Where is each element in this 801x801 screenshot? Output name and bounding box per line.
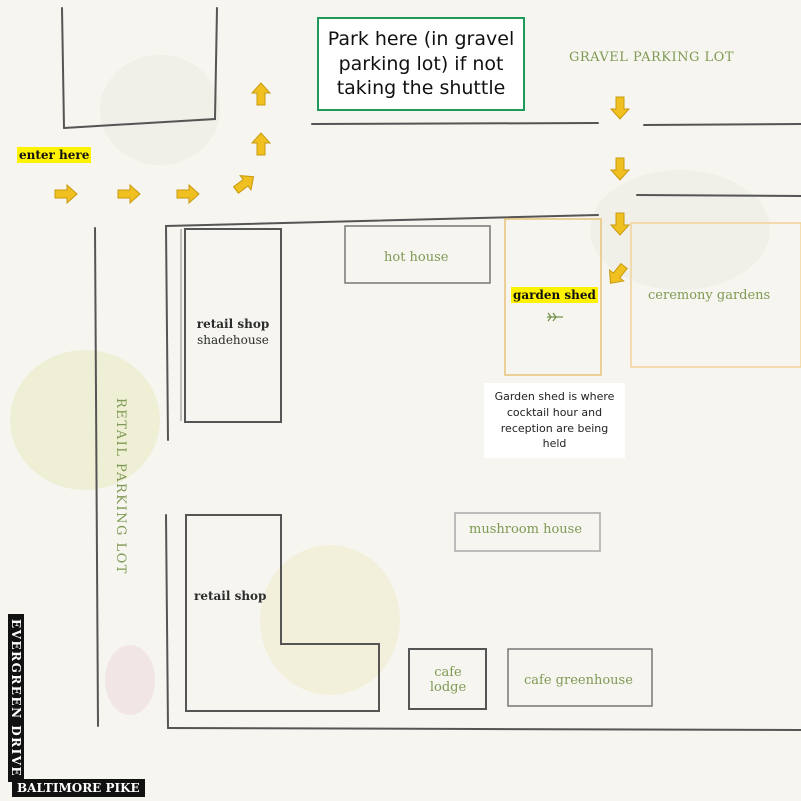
hot-house-label: hot house	[384, 250, 449, 265]
road-line-left-vertical	[94, 227, 99, 727]
garden-shed-note-text: Garden shed is where cocktail hour and r…	[494, 389, 615, 451]
direction-arrow	[176, 184, 200, 204]
direction-arrow	[251, 132, 271, 156]
direction-arrow	[54, 184, 78, 204]
road-line-main-horizontal-right	[636, 194, 801, 197]
parking-note: Park here (in gravel parking lot) if not…	[317, 17, 525, 111]
road-line-top-left-horizontal	[63, 7, 218, 129]
road-line-gravel-lot-right	[643, 123, 801, 126]
building-outline-cafe-lodge	[408, 648, 487, 710]
gravel-parking-lot-label: GRAVEL PARKING LOT	[569, 50, 734, 65]
cafe-lodge-line2: lodge	[429, 680, 467, 695]
direction-arrow	[117, 184, 141, 204]
garden-shed-label: garden shed	[511, 287, 598, 303]
retail-shop-label: retail shop	[194, 589, 267, 603]
enter-here-label: enter here	[17, 147, 92, 163]
garden-sprig-icon	[547, 312, 563, 322]
retail-shop-shadehouse-line1: retail shop	[196, 317, 270, 331]
building-outline-cafe-greenhouse	[507, 648, 653, 707]
watercolor-background	[10, 55, 770, 715]
road-line-main-horizontal	[165, 214, 599, 227]
garden-shed-note: Garden shed is where cocktail hour and r…	[484, 383, 625, 458]
direction-arrow	[230, 169, 260, 198]
building-outline-garden-shed	[504, 218, 602, 376]
building-outline-mushroom-house	[454, 512, 601, 552]
direction-arrow	[610, 157, 630, 181]
retail-shop-shadehouse-label: retail shop shadehouse	[186, 316, 280, 348]
direction-arrow	[610, 96, 630, 120]
road-line-gravel-lot-left	[311, 122, 599, 125]
road-line-inner-vertical-bottom	[165, 514, 169, 729]
retail-shop-shadehouse-line2: shadehouse	[197, 333, 269, 347]
ceremony-gardens-label: ceremony gardens	[648, 288, 771, 303]
road-line-inner-vertical-top	[165, 225, 169, 441]
road-line-top-left-vertical	[61, 7, 65, 129]
roads	[61, 7, 801, 731]
building-outline-shadehouse	[184, 228, 282, 423]
buildings	[180, 218, 801, 712]
parking-note-text: Park here (in gravel parking lot) if not…	[327, 27, 515, 100]
building-outline-hot-house	[344, 225, 491, 284]
building-outline-ceremony-gardens	[630, 222, 801, 368]
mushroom-house-label: mushroom house	[469, 522, 583, 537]
building-outline-retail-shop	[185, 514, 380, 712]
cafe-lodge-line1: cafe	[434, 665, 462, 680]
road-line-bottom-horizontal	[167, 727, 801, 731]
cafe-lodge-label: cafe lodge	[410, 665, 486, 695]
evergreen-drive-label: EVERGREEN DRIVE	[8, 614, 24, 783]
retail-parking-lot-label: RETAIL PARKING LOT	[113, 398, 128, 575]
direction-arrow	[251, 82, 271, 106]
cafe-greenhouse-label: cafe greenhouse	[524, 673, 633, 688]
baltimore-pike-label: BALTIMORE PIKE	[12, 779, 145, 797]
